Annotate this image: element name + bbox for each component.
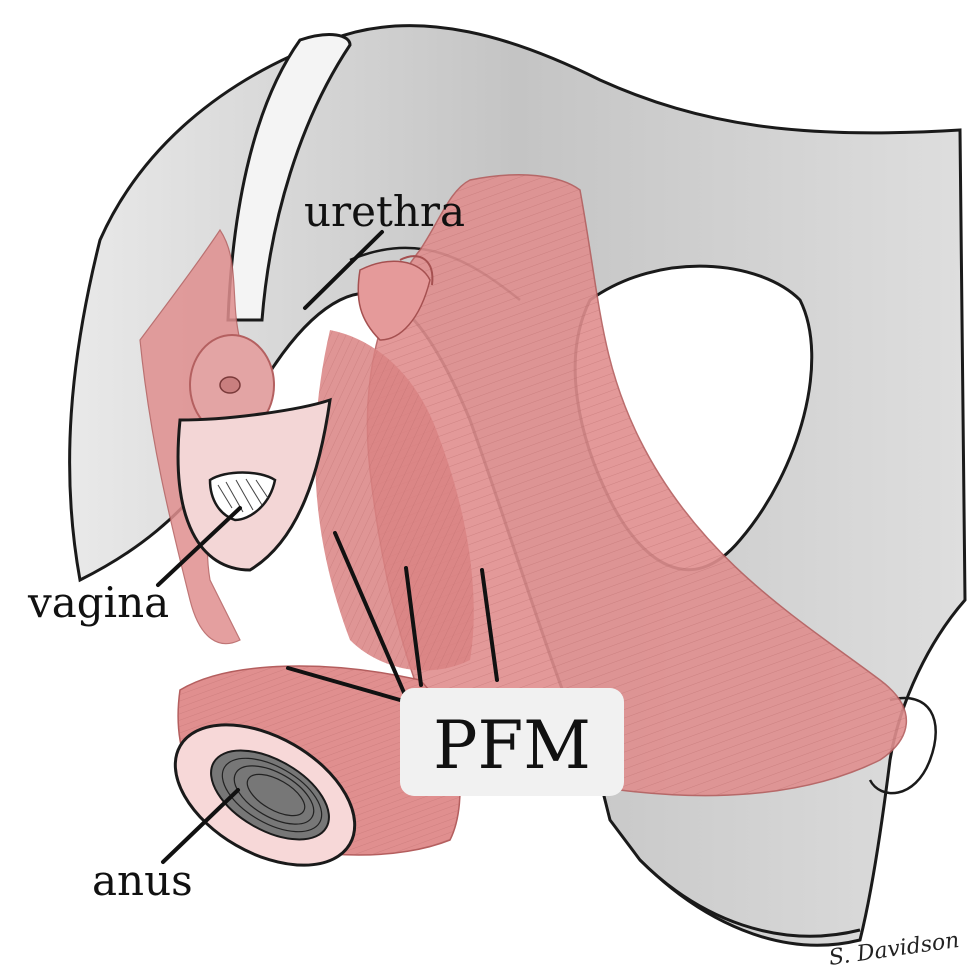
pfm-pointer-1 xyxy=(333,531,407,697)
urethra-tube xyxy=(226,33,352,322)
anal-sphincter xyxy=(173,665,461,867)
pfm-pointer-4 xyxy=(286,666,402,702)
pfm-pointer-3 xyxy=(480,568,499,682)
urethra-pointer xyxy=(303,230,384,310)
vagina-pointer xyxy=(156,506,242,587)
pfm-label-box: PFM xyxy=(400,688,624,796)
vaginal-opening xyxy=(176,397,332,572)
vagina-label: vagina xyxy=(27,578,169,627)
pfm-pointer-2 xyxy=(404,566,423,687)
anus-pointer xyxy=(161,788,240,864)
pointer-lines xyxy=(156,230,499,864)
levator-ani-muscle xyxy=(139,174,908,797)
pfm-label: PFM xyxy=(433,707,591,784)
urethra-label: urethra xyxy=(304,187,465,236)
anus-label: anus xyxy=(92,856,193,905)
